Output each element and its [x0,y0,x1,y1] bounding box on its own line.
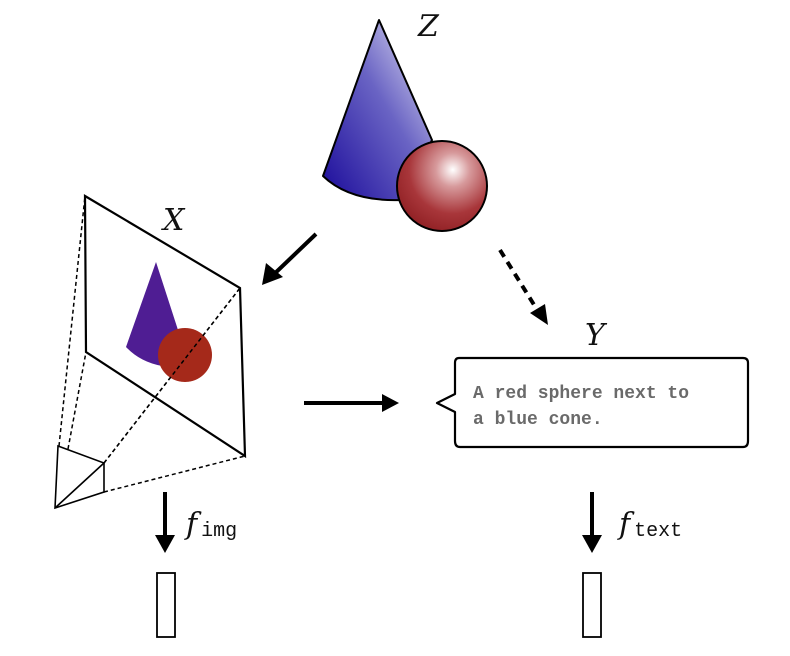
arrow-image-encoder-head [155,535,175,553]
arrow-text-encoder-head [582,535,602,553]
scene-sphere [396,140,488,232]
image-frame [83,194,247,459]
arrow-z-to-y-head [530,304,548,325]
caption-line-2: a blue cone. [473,410,603,430]
text-label-y: Y [585,318,608,353]
arrow-z-to-x [268,232,318,280]
arrow-z-to-x-head [262,263,283,285]
camera-icon [54,444,105,510]
latent-label-z: Z [417,9,440,44]
f-subscript-text: text [634,520,682,543]
f-symbol: f [184,507,202,542]
arrow-x-to-y-head [382,394,399,412]
caption-bubble [435,356,750,449]
image-embedding-vector [156,572,176,638]
f-symbol: f [617,507,635,542]
latent-scene [322,19,488,232]
f-subscript-img: img [201,520,237,543]
image-sphere [158,328,212,382]
text-embedding-vector [582,572,602,638]
image-label-x: X [161,203,186,238]
arrow-z-to-y-dashed [498,248,538,310]
caption-line-1: A red sphere next to [473,384,689,404]
image-plane [83,194,247,464]
